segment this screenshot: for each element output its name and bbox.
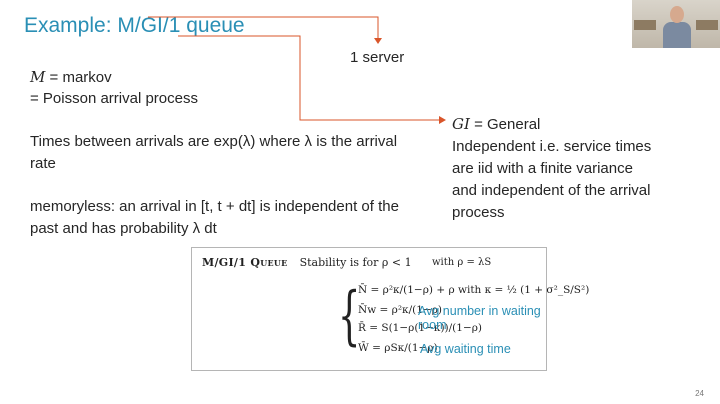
- presenter-body: [663, 22, 691, 48]
- arrowhead-gi: [439, 116, 446, 124]
- gi-description: Independent i.e. service times are iid w…: [452, 138, 652, 221]
- equation-response-time: R̄ = S(1−ρ(1−κ))/(1−ρ): [358, 322, 483, 334]
- formula-header: M/GI/1 Queue Stability is for ρ < 1: [202, 256, 412, 269]
- equation-waiting-time: W̄ = ρSκ/(1−ρ): [358, 342, 438, 354]
- slide-title: Example: M/GI/1 queue: [24, 14, 245, 37]
- poisson-line: = Poisson arrival process: [30, 90, 198, 107]
- times-between-arrivals-text: Times between arrivals are exp(λ) where …: [30, 133, 398, 172]
- markov-line: M = markov: [30, 66, 112, 89]
- left-brace: {: [338, 279, 361, 353]
- gi-symbol: GI: [452, 115, 470, 133]
- stability-condition: Stability is for ρ < 1: [299, 256, 412, 269]
- label-waiting-time: Avg waiting time: [420, 342, 511, 356]
- formula-title: M/GI/1 Queue: [202, 256, 288, 269]
- arrow-to-server: [148, 16, 379, 41]
- arrow-to-gi: [178, 35, 442, 121]
- presenter-video-icon: [632, 0, 720, 48]
- arrowhead-server: [374, 38, 382, 44]
- m-symbol: M: [30, 68, 46, 86]
- webcam-shelf-right: [696, 20, 718, 30]
- m-equals-markov: = markov: [45, 69, 112, 86]
- server-annotation: 1 server: [350, 49, 405, 66]
- webcam-shelf-left: [634, 20, 656, 30]
- gi-explanation: GI = General Independent i.e. service ti…: [452, 113, 662, 224]
- rho-definition: with ρ = λS: [432, 257, 492, 268]
- equation-mean-number: N̄ = ρ²κ/(1−ρ) + ρ with κ = ½ (1 + σ²_S/…: [358, 284, 590, 296]
- gi-equals-general: = General: [469, 116, 541, 133]
- memoryless-text: memoryless: an arrival in [t, t + dt] is…: [30, 198, 399, 237]
- label-waiting-room: Avg number in waiting room: [418, 304, 541, 332]
- presenter-head: [670, 6, 684, 23]
- page-number: 24: [695, 389, 704, 398]
- formula-box: M/GI/1 Queue Stability is for ρ < 1 with …: [191, 247, 589, 371]
- equation-waiting-number: N̄w = ρ²κ/(1−ρ): [358, 304, 442, 316]
